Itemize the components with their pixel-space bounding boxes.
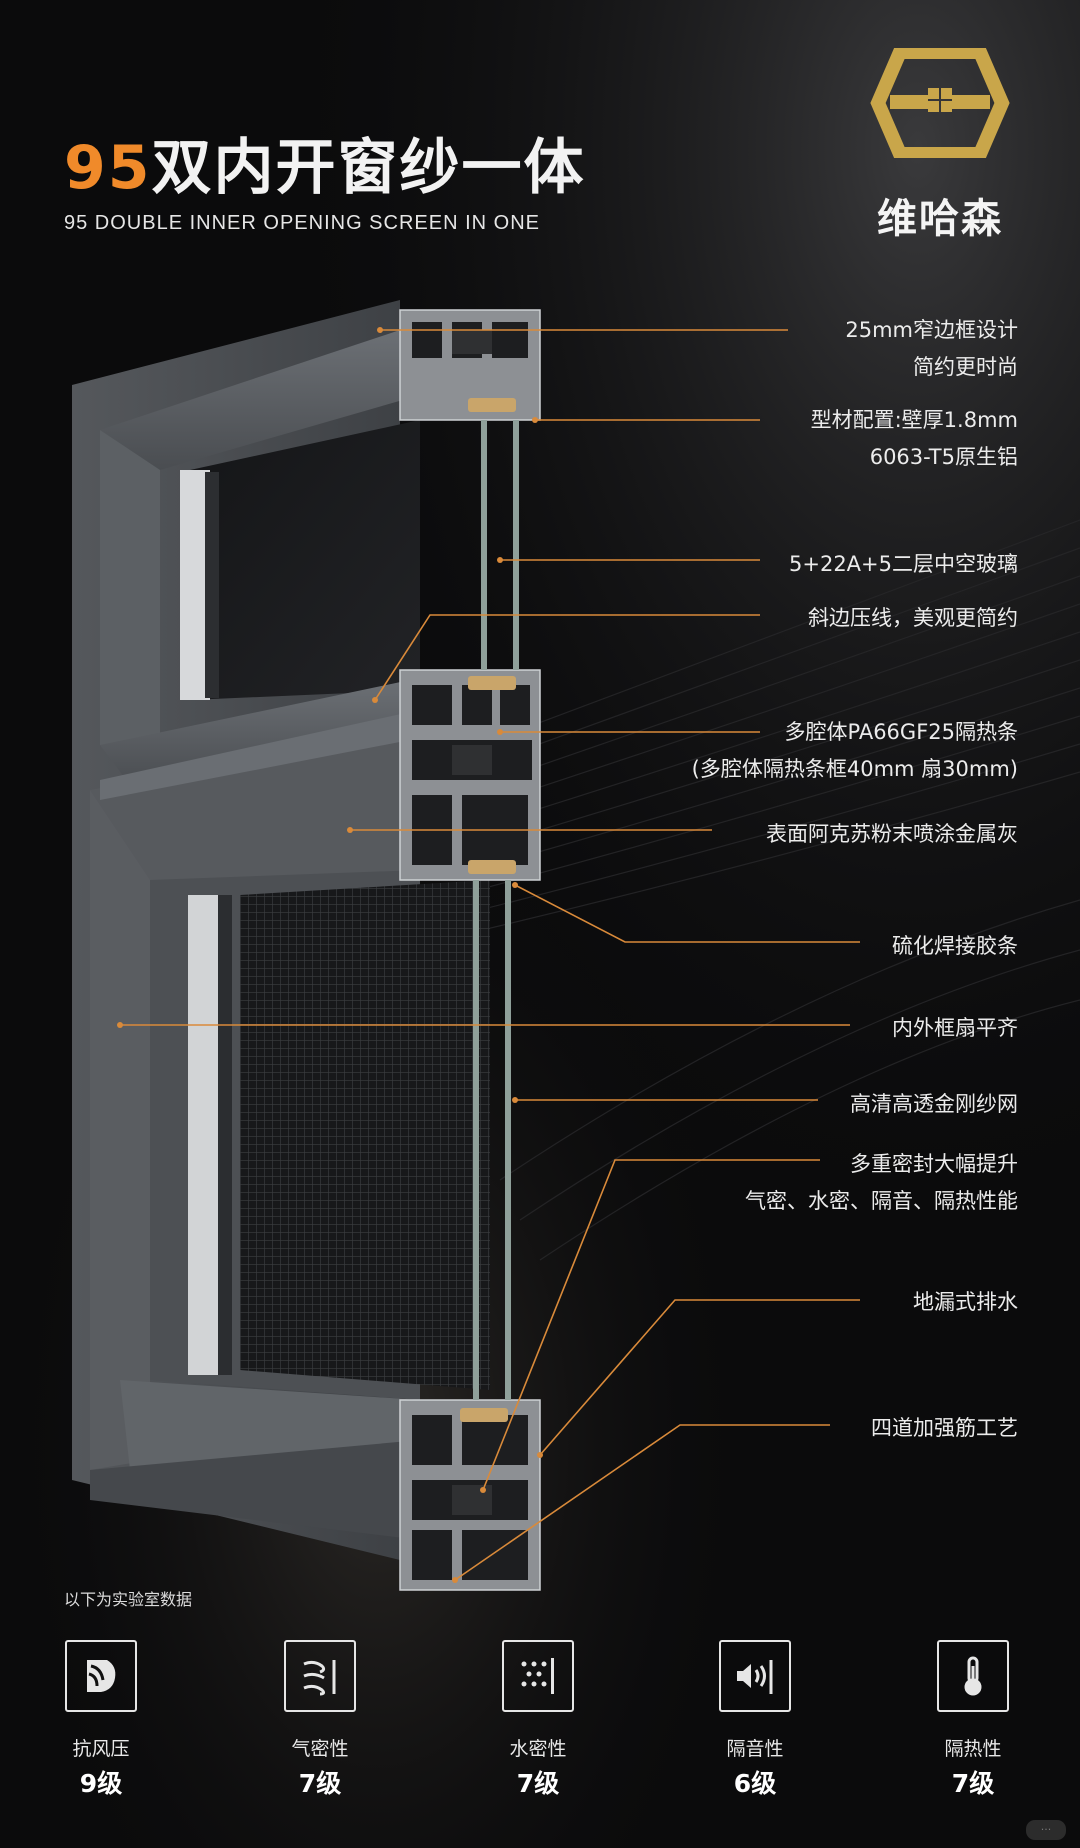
performance-metrics: 抗风压 9级 气密性 7级 水密性 7级 隔音性 6级 隔热性 7级 — [0, 1640, 1080, 1840]
metric-name: 抗风压 — [72, 1738, 130, 1760]
metric-sound-insulation: 隔音性 6级 — [680, 1640, 830, 1800]
lab-data-note: 以下为实验室数据 — [64, 1590, 193, 1609]
metric-grade: 9级 — [79, 1769, 123, 1798]
callout-line: 6063-T5原生铝 — [869, 445, 1018, 469]
hexagon-house-logo-icon — [870, 48, 1010, 158]
page-title: 95双内开窗纱一体 — [64, 132, 586, 204]
callout-line: (多腔体隔热条框40mm 扇30mm) — [691, 757, 1018, 781]
callout-line: 型材配置:壁厚1.8mm — [810, 408, 1018, 432]
metric-name: 隔音性 — [726, 1738, 784, 1760]
page-subtitle: 95 DOUBLE INNER OPENING SCREEN IN ONE — [64, 212, 540, 234]
callout-line: 简约更时尚 — [913, 355, 1018, 379]
metric-name: 隔热性 — [944, 1738, 1002, 1760]
callout-thermal-strip: 多腔体PA66GF25隔热条 (多腔体隔热条框40mm 扇30mm) — [692, 714, 1018, 788]
callout-narrow-frame: 25mm窄边框设计 简约更时尚 — [845, 312, 1018, 386]
callout-multi-seal: 多重密封大幅提升 气密、水密、隔音、隔热性能 — [745, 1146, 1018, 1220]
callout-flush-frame: 内外框扇平齐 — [892, 1016, 1018, 1040]
title-block: 95双内开窗纱一体 95 DOUBLE INNER OPENING SCREEN… — [64, 132, 586, 235]
title-text: 双内开窗纱一体 — [151, 133, 586, 203]
callout-profile-spec: 型材配置:壁厚1.8mm 6063-T5原生铝 — [811, 402, 1018, 476]
sound-insulation-icon — [719, 1640, 791, 1712]
window-cross-section-illustration — [72, 300, 541, 1591]
callout-hollow-glass: 5+22A+5二层中空玻璃 — [789, 552, 1018, 576]
metric-name: 气密性 — [291, 1738, 349, 1760]
air-tightness-icon — [284, 1640, 356, 1712]
watermark-badge: ··· — [1026, 1820, 1066, 1840]
brand-name: 维哈森 — [877, 196, 1003, 242]
metric-name: 水密性 — [509, 1738, 567, 1760]
callout-line: 25mm窄边框设计 — [845, 318, 1018, 342]
callout-reinforcement-ribs: 四道加强筋工艺 — [871, 1416, 1018, 1440]
metric-heat-insulation: 隔热性 7级 — [898, 1640, 1048, 1800]
callout-bevel-bead: 斜边压线，美观更简约 — [808, 606, 1018, 630]
callout-line: 气密、水密、隔音、隔热性能 — [745, 1189, 1018, 1213]
metric-grade: 7级 — [516, 1769, 560, 1798]
callout-surface-coating: 表面阿克苏粉末喷涂金属灰 — [766, 822, 1018, 846]
callout-vulcanized-seal: 硫化焊接胶条 — [892, 934, 1018, 958]
callout-line: 多腔体PA66GF25隔热条 — [784, 720, 1018, 744]
metric-air-tightness: 气密性 7级 — [245, 1640, 395, 1800]
thermometer-icon — [937, 1640, 1009, 1712]
metric-water-tightness: 水密性 7级 — [463, 1640, 613, 1800]
callout-floor-drain: 地漏式排水 — [913, 1290, 1018, 1314]
metric-wind-pressure: 抗风压 9级 — [26, 1640, 176, 1800]
title-number: 95 — [64, 133, 152, 203]
wind-pressure-icon — [65, 1640, 137, 1712]
water-tightness-icon — [502, 1640, 574, 1712]
callout-line: 多重密封大幅提升 — [850, 1152, 1018, 1176]
metric-grade: 7级 — [951, 1769, 995, 1798]
callout-screen-mesh: 高清高透金刚纱网 — [850, 1092, 1018, 1116]
metric-grade: 6级 — [733, 1769, 777, 1798]
metric-grade: 7级 — [298, 1769, 342, 1798]
